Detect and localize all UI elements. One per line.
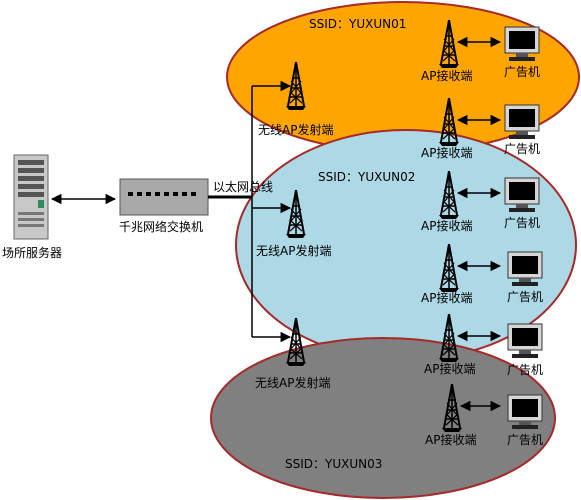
transmitter-label-1: 无线AP发射端 <box>258 122 333 137</box>
receiver-label-2: AP接收端 <box>421 145 472 160</box>
transmitter-label-2: 无线AP发射端 <box>256 243 331 258</box>
ad-machine-label-3: 广告机 <box>504 216 540 230</box>
transmitter-label-3: 无线AP发射端 <box>255 375 330 390</box>
zone-yuxun02-ssid: SSID：YUXUN02 <box>318 170 415 184</box>
switch-icon <box>119 178 209 216</box>
ad-machine-label-4: 广告机 <box>507 290 543 304</box>
receiver-label-1: AP接收端 <box>421 68 472 83</box>
receiver-ad-links <box>456 36 502 412</box>
zone-yuxun03-ssid: SSID：YUXUN03 <box>285 457 382 471</box>
ad-machine-label-6: 广告机 <box>507 433 543 447</box>
ad-machine-label-2: 广告机 <box>504 142 540 156</box>
receiver-label-5: AP接收端 <box>424 361 475 376</box>
receiver-label-4: AP接收端 <box>421 290 472 305</box>
receiver-label-6: AP接收端 <box>425 432 476 447</box>
zone-yuxun01-ssid: SSID：YUXUN01 <box>309 17 406 31</box>
zone-yuxun03 <box>210 337 556 499</box>
server-label: 场所服务器 <box>2 245 62 260</box>
ad-machine-label-5: 广告机 <box>507 363 543 377</box>
ad-machine-label-1: 广告机 <box>504 65 540 79</box>
ethernet-bus <box>208 80 292 343</box>
server-icon <box>13 154 49 240</box>
receiver-label-3: AP接收端 <box>421 218 472 233</box>
ad-machine-monitor-icon-5 <box>507 323 543 359</box>
switch-label: 千兆网络交换机 <box>119 219 203 234</box>
bus-label: 以太网总线 <box>213 179 273 194</box>
